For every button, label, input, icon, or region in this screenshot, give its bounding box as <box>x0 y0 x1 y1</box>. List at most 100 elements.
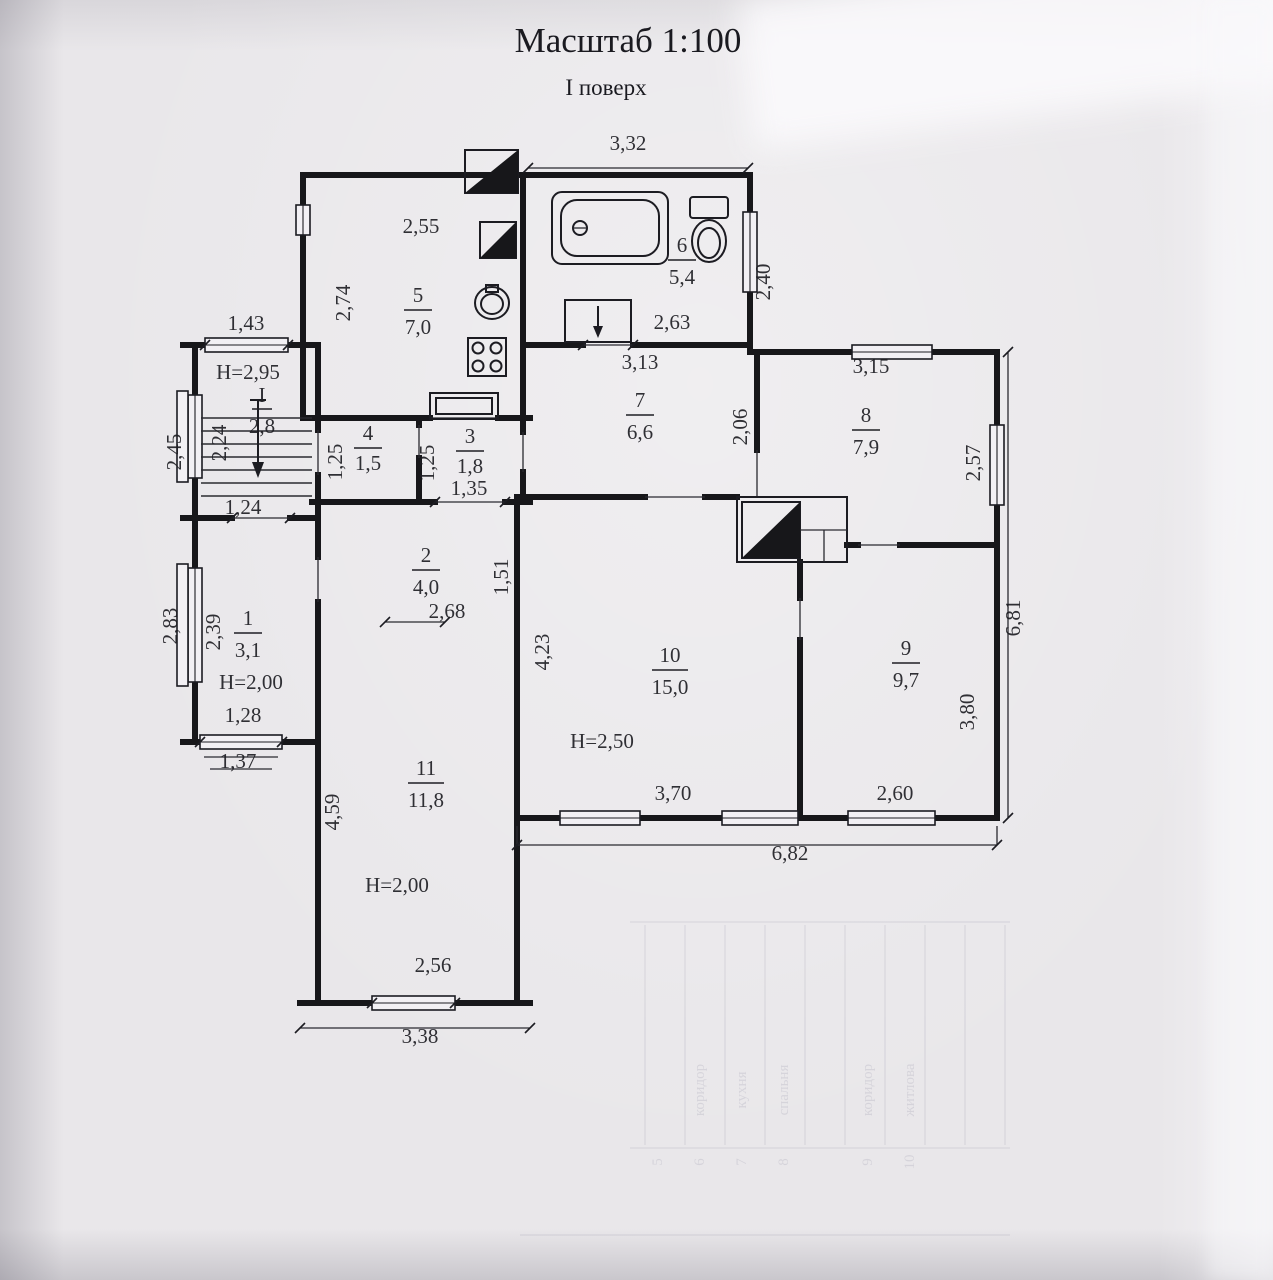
room-1-label: 13,1 <box>234 606 262 662</box>
dim-room3-height: 1,25 <box>415 445 439 482</box>
bleed-word: коридор <box>692 1064 708 1116</box>
bleed-number: 9 <box>860 1158 876 1166</box>
bleedthrough-artifact: коридор кухня спальня коридор житлова 5 … <box>520 921 1010 1236</box>
dim-room7-width: 3,13 <box>622 350 659 374</box>
bleed-word: кухня <box>734 1071 750 1108</box>
dim-room3-door: 1,35 <box>451 476 488 500</box>
stairs-direction-arrow <box>252 462 264 478</box>
room-8-area: 7,9 <box>853 435 879 459</box>
window <box>989 424 1005 506</box>
dim-room11-width: 2,56 <box>415 953 452 977</box>
room-4-number: 4 <box>363 421 374 445</box>
room-2-area: 4,0 <box>413 575 439 599</box>
room-9-number: 9 <box>901 636 912 660</box>
bathtub <box>551 191 669 265</box>
dimensions-vertical: 2,74 2,45 2,24 2,40 2,06 2,57 1,25 1,25 … <box>158 264 1025 831</box>
room-9-area: 9,7 <box>893 668 919 692</box>
walls <box>180 172 1000 1006</box>
height-stairwell: H=2,95 <box>216 360 280 384</box>
room-7-area: 6,6 <box>627 420 653 444</box>
room-3-label: 31,8 <box>456 424 484 478</box>
window <box>721 810 799 826</box>
room-3-number: 3 <box>465 424 476 448</box>
room-5-label: 57,0 <box>404 283 432 339</box>
paper-edge-highlight <box>1207 0 1273 1280</box>
dimension-lines <box>194 162 1014 1034</box>
vent-symbol <box>479 221 517 259</box>
room-6-number: 6 <box>677 233 688 257</box>
dim-room1-left-inner: 2,39 <box>201 614 225 651</box>
bleed-number: 6 <box>692 1158 708 1166</box>
staircase <box>201 399 312 497</box>
window <box>742 211 758 293</box>
room-2-label: 24,0 <box>412 543 440 599</box>
dim-stairs-left-outer: 2,45 <box>162 434 186 471</box>
floor-subtitle: І поверх <box>565 75 647 100</box>
kitchen-counter <box>429 392 499 420</box>
dim-room1-left-outer: 2,83 <box>158 608 182 645</box>
dim-room10-width: 3,70 <box>655 781 692 805</box>
dim-room1-door: 1,28 <box>225 703 262 727</box>
dim-room1-bottom: 1,37 <box>220 749 257 773</box>
room-4-label: 41,5 <box>354 421 382 475</box>
bleed-word: житлова <box>902 1063 918 1117</box>
dim-room5-height: 2,74 <box>331 284 355 321</box>
room-9-label: 99,7 <box>892 636 920 692</box>
window <box>371 995 456 1011</box>
dim-room2-right: 1,51 <box>489 559 513 596</box>
gas-stove <box>467 337 507 377</box>
dim-room8-width: 3,15 <box>853 354 890 378</box>
dim-stairs-bottom: 1,24 <box>225 495 262 519</box>
kitchen-sink <box>474 284 510 320</box>
chimney-symbol <box>464 149 519 194</box>
room-labels: 13,1 24,0 31,8 41,5 57,0 65,4 76,6 87,9 … <box>234 233 920 812</box>
room-8-number: 8 <box>861 403 872 427</box>
fixtures <box>429 149 848 563</box>
height-room10: H=2,50 <box>570 729 634 753</box>
bleed-word: спальня <box>776 1065 792 1116</box>
stairwell-number: І <box>259 383 266 407</box>
room-7-label: 76,6 <box>626 388 654 444</box>
height-room11: H=2,00 <box>365 873 429 897</box>
dim-right-total: 6,81 <box>1001 600 1025 637</box>
dim-bath-bottom: 2,63 <box>654 310 691 334</box>
height-room1: H=2,00 <box>219 670 283 694</box>
bleed-number: 10 <box>902 1155 918 1170</box>
dim-top-total: 3,32 <box>610 131 647 155</box>
window <box>204 337 289 353</box>
room-2-number: 2 <box>421 543 432 567</box>
room-1-number: 1 <box>243 606 254 630</box>
window <box>295 204 311 236</box>
window <box>559 810 641 826</box>
dim-room5-width: 2,55 <box>403 214 440 238</box>
dim-room10-left: 4,23 <box>530 634 554 671</box>
dim-room4-height: 1,25 <box>323 444 347 481</box>
dim-room2-width: 2,68 <box>429 599 466 623</box>
bath-step <box>564 299 632 343</box>
room-11-number: 11 <box>416 756 436 780</box>
dim-bottom-total: 6,82 <box>772 841 809 865</box>
bleed-word: коридор <box>860 1064 876 1116</box>
stairwell-label: І 2,8 <box>249 383 275 438</box>
windows <box>176 204 1005 1011</box>
room-11-area: 11,8 <box>408 788 444 812</box>
entry-door <box>199 734 283 750</box>
room-10-number: 10 <box>660 643 681 667</box>
window <box>176 563 203 687</box>
dim-stairs-top: 1,43 <box>228 311 265 335</box>
dimensions-horizontal: 3,32 2,55 1,43 2,63 3,13 3,15 1,24 1,35 … <box>220 131 914 1048</box>
height-annotations: H=2,95 H=2,00 H=2,50 H=2,00 <box>216 360 634 897</box>
dim-room7-right: 2,06 <box>728 409 752 446</box>
dim-bath-right: 2,40 <box>751 264 775 301</box>
dim-room11-left: 4,59 <box>320 794 344 831</box>
toilet <box>689 196 729 263</box>
room-11-label: 11 11,8 <box>408 756 444 812</box>
stairwell-area: 2,8 <box>249 414 275 438</box>
window <box>176 390 203 483</box>
room-3-area: 1,8 <box>457 454 483 478</box>
dim-room9-right: 3,80 <box>955 694 979 731</box>
room-4-area: 1,5 <box>355 451 381 475</box>
bleed-number: 5 <box>650 1158 666 1166</box>
